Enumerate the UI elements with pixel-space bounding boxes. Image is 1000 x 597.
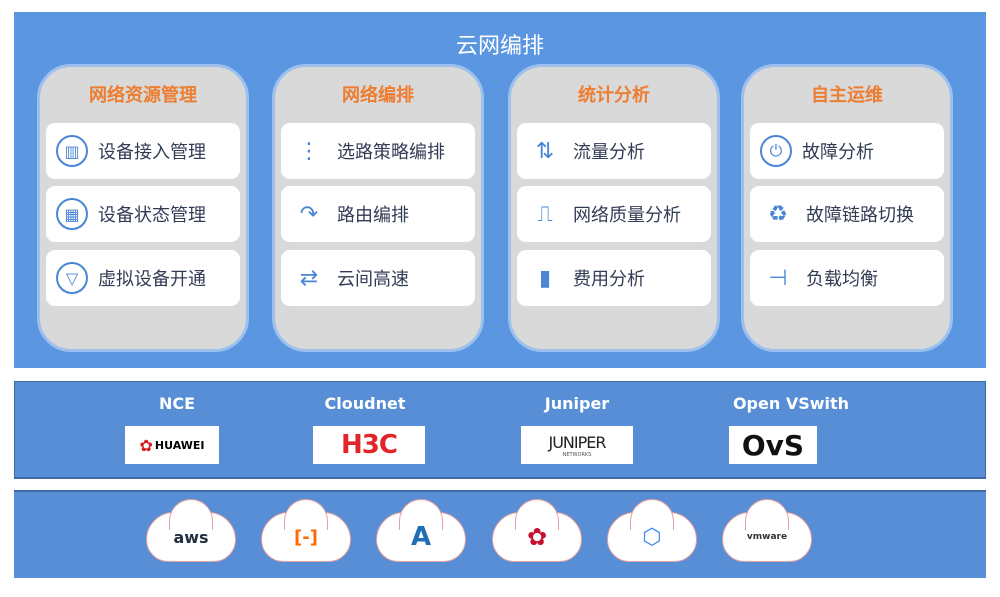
vendor-label-juniper: Juniper <box>544 394 610 413</box>
panel-header: 自主运维 <box>811 85 883 106</box>
virtual-device-icon: ▽ <box>56 262 88 294</box>
route-policy-icon: ⋮ <box>298 138 320 164</box>
monitor-chart-icon: ⎍ <box>537 201 553 227</box>
cloud-network-orchestration-section: 云网编排 网络资源管理 ▥ 设备接入管理 ▦ 设备状态管理 ▽ 虚拟设备开通 网络编排 ⋮ 选路策… <box>14 12 986 368</box>
feature-label: 选路策略编排 <box>337 142 445 163</box>
huawei-cloud-icon: ✿ <box>492 499 582 562</box>
panel-header: 网络编排 <box>342 85 414 106</box>
category-panel: 网络资源管理 ▥ 设备接入管理 ▦ 设备状态管理 ▽ 虚拟设备开通 <box>37 64 249 352</box>
section-title: 云网编排 <box>455 34 544 59</box>
ovs-logo: OvS <box>729 426 817 464</box>
feature-label: 虚拟设备开通 <box>98 269 206 290</box>
h3c-logo: H3C <box>313 426 425 464</box>
feature-item[interactable]: ⋮ 选路策略编排 <box>281 123 475 179</box>
google-cloud-icon: ⬡ <box>607 499 697 562</box>
feature-label: 故障链路切换 <box>806 205 914 226</box>
feature-label: 设备状态管理 <box>98 205 206 226</box>
bar-chart-icon: ▮ <box>538 265 552 291</box>
feature-item[interactable]: ▽ 虚拟设备开通 <box>46 250 240 306</box>
category-panel: 统计分析 ⇅ 流量分析 ⎍ 网络质量分析 ▮ 费用分析 <box>508 64 720 352</box>
category-panel: 自主运维 ⏻ 故障分析 ♻ 故障链路切换 ⊣ 负载均衡 <box>741 64 953 352</box>
cloud-providers-section: aws [-] A ✿ ⬡ vmware <box>14 490 986 578</box>
panel-header: 统计分析 <box>578 85 650 106</box>
feature-item[interactable]: ↷ 路由编排 <box>281 186 475 242</box>
u-turn-arrow-icon: ↷ <box>299 201 319 227</box>
a-to-b-path-icon: ⇄ <box>299 265 319 291</box>
feature-label: 故障分析 <box>802 142 874 163</box>
panel-header: 网络资源管理 <box>89 85 197 106</box>
feature-item[interactable]: ⊣ 负载均衡 <box>750 250 944 306</box>
feature-label: 路由编排 <box>337 205 409 226</box>
feature-label: 网络质量分析 <box>573 205 681 226</box>
feature-item[interactable]: ♻ 故障链路切换 <box>750 186 944 242</box>
feature-item[interactable]: ⎍ 网络质量分析 <box>517 186 711 242</box>
aliyun-cloud-icon: [-] <box>261 499 351 562</box>
controller-vendors-section: NCE ✿HUAWEI Cloudnet H3C Juniper JUNIPER… <box>14 381 986 479</box>
up-down-arrows-icon: ⇅ <box>535 138 555 164</box>
feature-label: 负载均衡 <box>806 269 878 290</box>
feature-label: 费用分析 <box>573 269 645 290</box>
device-status-icon: ▦ <box>56 198 88 230</box>
azure-cloud-icon: A <box>376 499 466 562</box>
feature-item[interactable]: ▦ 设备状态管理 <box>46 186 240 242</box>
vendor-label-nce: NCE <box>158 394 196 413</box>
vendor-label-cloudnet: Cloudnet <box>324 394 406 413</box>
feature-item[interactable]: ▮ 费用分析 <box>517 250 711 306</box>
huawei-logo: ✿HUAWEI <box>125 426 219 464</box>
feature-label: 设备接入管理 <box>98 142 206 163</box>
vendor-label-openvswitch: Open VSwith <box>732 394 850 413</box>
feature-item[interactable]: ▥ 设备接入管理 <box>46 123 240 179</box>
power-icon: ⏻ <box>760 135 792 167</box>
feature-item[interactable]: ⇅ 流量分析 <box>517 123 711 179</box>
signpost-icon: ⊣ <box>768 265 788 291</box>
category-panel: 网络编排 ⋮ 选路策略编排 ↷ 路由编排 ⇄ 云间高速 <box>272 64 484 352</box>
recycle-icon: ♻ <box>768 201 788 227</box>
vmware-cloud-icon: vmware <box>722 499 812 562</box>
feature-label: 流量分析 <box>573 142 645 163</box>
aws-cloud-icon: aws <box>146 499 236 562</box>
feature-item[interactable]: ⏻ 故障分析 <box>750 123 944 179</box>
feature-label: 云间高速 <box>337 269 409 290</box>
feature-item[interactable]: ⇄ 云间高速 <box>281 250 475 306</box>
device-access-icon: ▥ <box>56 135 88 167</box>
